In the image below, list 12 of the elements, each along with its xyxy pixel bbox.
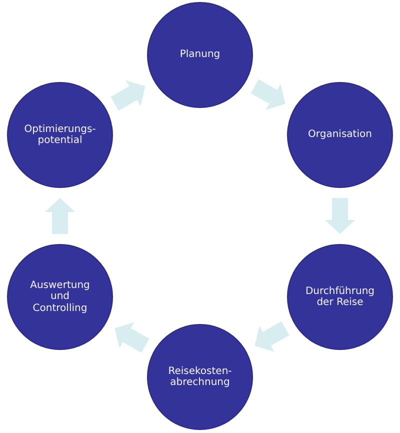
arrow — [250, 79, 286, 110]
arrow — [325, 198, 355, 234]
arrow — [254, 321, 290, 352]
arrow — [110, 80, 146, 111]
step-label: Optimierungs- potential — [23, 124, 97, 146]
step-label: Durchführung der Reise — [304, 286, 376, 308]
step-label: Auswertung und Controlling — [29, 280, 91, 314]
step-label: Organisation — [308, 129, 372, 141]
arrow — [45, 198, 75, 234]
step-label: Reisekosten- abrechnung — [167, 366, 233, 388]
step-label: Planung — [180, 49, 220, 61]
arrow — [114, 322, 150, 353]
